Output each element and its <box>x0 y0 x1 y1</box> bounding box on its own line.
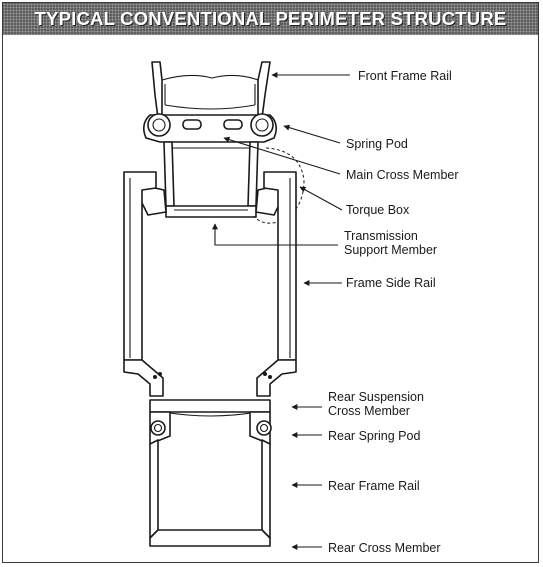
front-frame-rails <box>151 61 271 119</box>
front-inner-rails <box>163 141 259 207</box>
label-cross-member: Cross Member <box>328 404 410 418</box>
diagram-title: TYPICAL CONVENTIONAL PERIMETER STRUCTURE <box>34 8 507 29</box>
label-main-cross-member: Main Cross Member <box>346 168 459 182</box>
spring-pods <box>142 113 278 143</box>
diagram-header: TYPICAL CONVENTIONAL PERIMETER STRUCTURE <box>3 3 538 35</box>
rear-kickups <box>123 359 297 397</box>
label-spring-pod: Spring Pod <box>346 137 408 151</box>
label-transmission: Transmission <box>344 229 418 243</box>
label-front-frame-rail: Front Frame Rail <box>358 69 452 83</box>
label-rear-suspension: Rear Suspension <box>328 390 424 404</box>
transmission-support-member <box>165 205 257 218</box>
main-cross-member <box>182 119 243 130</box>
label-frame-side-rail: Frame Side Rail <box>346 276 436 290</box>
label-torque-box: Torque Box <box>346 203 410 217</box>
rear-spring-pods <box>149 411 272 445</box>
labels: Front Frame Rail Spring Pod Main Cross M… <box>328 69 459 555</box>
label-rear-frame-rail: Rear Frame Rail <box>328 479 420 493</box>
rear-frame-rails <box>149 439 271 539</box>
label-support-member: Support Member <box>344 243 437 257</box>
label-rear-spring-pod: Rear Spring Pod <box>328 429 420 443</box>
leader-lines <box>212 72 350 550</box>
label-rear-cross-member: Rear Cross Member <box>328 541 441 555</box>
rear-cross-member <box>149 529 271 547</box>
frame-side-rails <box>123 171 297 361</box>
